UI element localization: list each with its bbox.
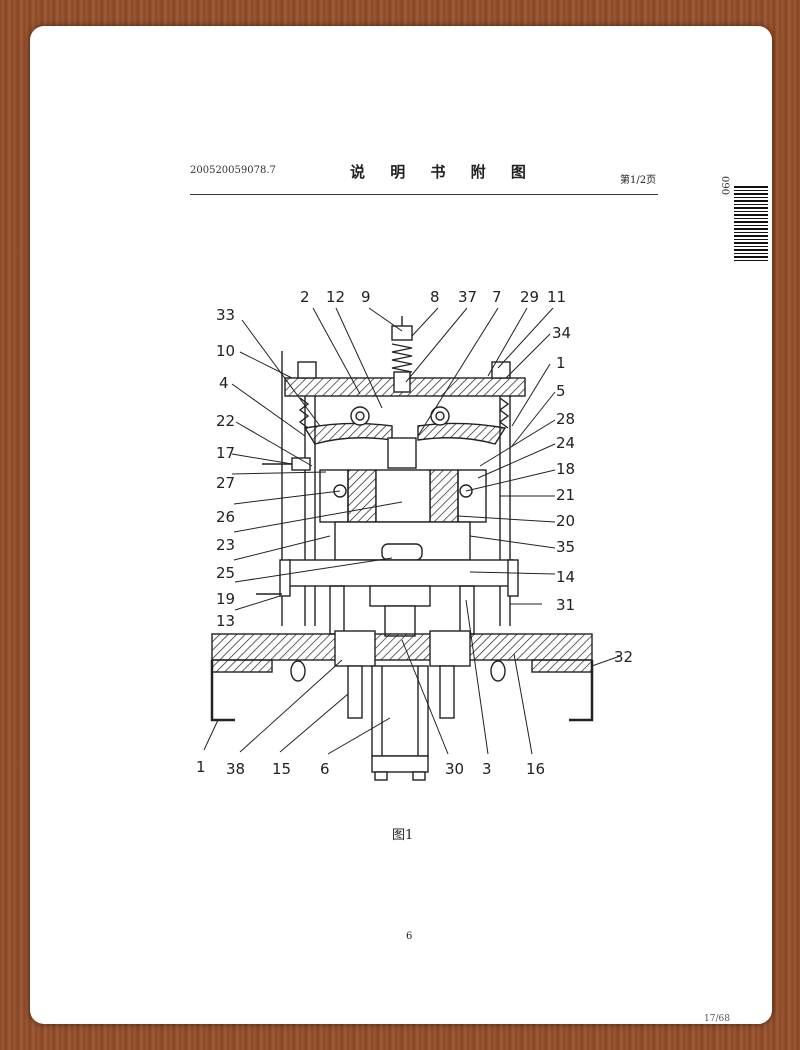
callout-16: 16 <box>526 760 545 778</box>
page-title: 说 明 书 附 图 <box>350 163 536 181</box>
callout-21: 21 <box>556 486 575 504</box>
callout-3: 3 <box>482 760 492 778</box>
technical-drawing: 2129837729113334101452228172427182621232… <box>196 288 633 781</box>
callout-31: 31 <box>556 596 575 614</box>
document-page: 200520059078.7 说 明 书 附 图 第1/2页 090 <box>30 26 772 1024</box>
callout-12: 12 <box>326 288 345 306</box>
callout-19: 19 <box>216 590 235 608</box>
callout-32: 32 <box>614 648 633 666</box>
callout-7: 7 <box>492 288 502 306</box>
callout-9: 9 <box>361 288 371 306</box>
application-number: 200520059078.7 <box>190 165 276 176</box>
callout-37: 37 <box>458 288 477 306</box>
callout-13: 13 <box>216 612 235 630</box>
callout-35: 35 <box>556 538 575 556</box>
scan-counter: 17/68 <box>704 1014 730 1024</box>
callout-14: 14 <box>556 568 575 586</box>
callout-34: 34 <box>552 324 571 342</box>
callout-1: 1 <box>556 354 566 372</box>
callout-24: 24 <box>556 434 575 452</box>
callout-33: 33 <box>216 306 235 324</box>
leader-lines <box>203 307 621 755</box>
callout-29: 29 <box>520 288 539 306</box>
callout-30: 30 <box>445 760 464 778</box>
callout-11: 11 <box>547 288 566 306</box>
callout-2: 2 <box>300 288 310 306</box>
page-number: 6 <box>406 931 413 942</box>
callout-20: 20 <box>556 512 575 530</box>
callout-38: 38 <box>226 760 245 778</box>
callout-26: 26 <box>216 508 235 526</box>
callout-8: 8 <box>430 288 440 306</box>
barcode <box>734 186 768 262</box>
callout-28: 28 <box>556 410 575 428</box>
callout-4: 4 <box>219 374 229 392</box>
callout-22: 22 <box>216 412 235 430</box>
callout-1: 1 <box>196 758 206 776</box>
callout-6: 6 <box>320 760 330 778</box>
callout-27: 27 <box>216 474 235 492</box>
callout-23: 23 <box>216 536 235 554</box>
callout-15: 15 <box>272 760 291 778</box>
callout-10: 10 <box>216 342 235 360</box>
callout-25: 25 <box>216 564 235 582</box>
page-indicator: 第1/2页 <box>620 175 657 186</box>
figure-caption: 图1 <box>392 828 414 843</box>
callout-17: 17 <box>216 444 235 462</box>
callout-18: 18 <box>556 460 575 478</box>
callout-5: 5 <box>556 382 566 400</box>
header-rule <box>190 194 658 195</box>
